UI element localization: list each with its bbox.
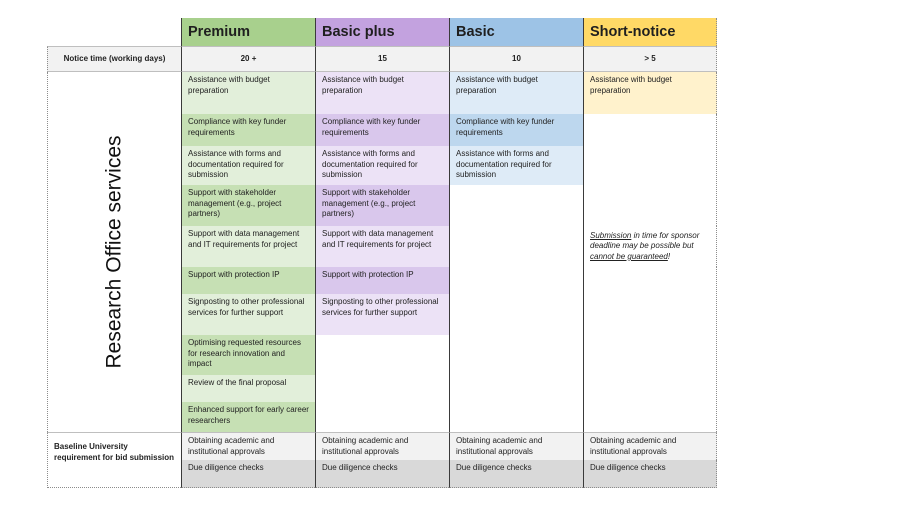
- notice-time-short-notice: > 5: [583, 46, 717, 72]
- baseline-item: Due diligence checks: [181, 460, 315, 488]
- basic-plus-service-item: Support with data management and IT requ…: [315, 226, 449, 267]
- notice-time-basic-plus: 15: [315, 46, 449, 72]
- baseline-item: Obtaining academic and institutional app…: [449, 432, 583, 460]
- short-notice-note: Submission in time for sponsor deadline …: [583, 226, 717, 267]
- basic-plus-service-item: Compliance with key funder requirements: [315, 114, 449, 146]
- premium-service-item: Support with protection IP: [181, 267, 315, 294]
- short-notice-empty: [583, 114, 717, 226]
- research-office-services-label: Research Office services: [47, 72, 181, 432]
- premium-service-item: Support with stakeholder management (e.g…: [181, 185, 315, 226]
- basic-plus-service-item: Assistance with forms and documentation …: [315, 146, 449, 185]
- premium-service-item: Compliance with key funder requirements: [181, 114, 315, 146]
- header-corner: [47, 18, 181, 46]
- basic-plus-service-item: Assistance with budget preparation: [315, 72, 449, 114]
- section-label-text: Research Office services: [102, 135, 126, 369]
- short-notice-service-item: Assistance with budget preparation: [583, 72, 717, 114]
- baseline-item: Obtaining academic and institutional app…: [181, 432, 315, 460]
- premium-service-item: Review of the final proposal: [181, 375, 315, 402]
- premium-service-item: Signposting to other professional servic…: [181, 294, 315, 335]
- basic-plus-service-item: Signposting to other professional servic…: [315, 294, 449, 335]
- baseline-item: Due diligence checks: [583, 460, 717, 488]
- header-basic-plus: Basic plus: [315, 18, 449, 46]
- basic-service-item: Assistance with budget preparation: [449, 72, 583, 114]
- notice-time-label: Notice time (working days): [47, 46, 181, 72]
- notice-time-basic: 10: [449, 46, 583, 72]
- header-premium: Premium: [181, 18, 315, 46]
- note-end: !: [667, 251, 671, 261]
- short-notice-empty-lower: [583, 267, 717, 432]
- note-middle: in time for sponsor deadline may be poss…: [590, 230, 700, 251]
- baseline-item: Obtaining academic and institutional app…: [315, 432, 449, 460]
- basic-service-item: Compliance with key funder requirements: [449, 114, 583, 146]
- basic-service-item: Assistance with forms and documentation …: [449, 146, 583, 185]
- header-basic: Basic: [449, 18, 583, 46]
- basic-plus-empty: [315, 335, 449, 432]
- premium-service-item: Optimising requested resources for resea…: [181, 335, 315, 375]
- service-tier-table: Premium Basic plus Basic Short-notice No…: [47, 18, 717, 488]
- baseline-requirement-label: Baseline University requirement for bid …: [47, 432, 181, 488]
- premium-service-item: Assistance with forms and documentation …: [181, 146, 315, 185]
- basic-plus-service-item: Support with stakeholder management (e.g…: [315, 185, 449, 226]
- basic-plus-service-item: Support with protection IP: [315, 267, 449, 294]
- header-short-notice: Short-notice: [583, 18, 717, 46]
- note-cannot-guarantee: cannot be guaranteed: [590, 251, 668, 261]
- baseline-item: Obtaining academic and institutional app…: [583, 432, 717, 460]
- note-submission: Submission: [590, 230, 632, 240]
- premium-service-item: Support with data management and IT requ…: [181, 226, 315, 267]
- baseline-item: Due diligence checks: [449, 460, 583, 488]
- premium-service-item: Assistance with budget preparation: [181, 72, 315, 114]
- basic-empty: [449, 185, 583, 432]
- premium-service-item: Enhanced support for early career resear…: [181, 402, 315, 432]
- notice-time-premium: 20 +: [181, 46, 315, 72]
- baseline-item: Due diligence checks: [315, 460, 449, 488]
